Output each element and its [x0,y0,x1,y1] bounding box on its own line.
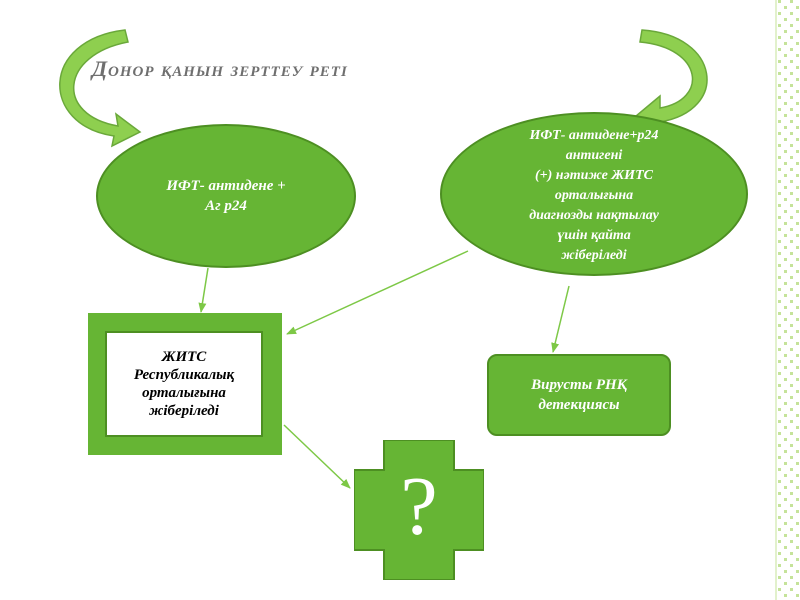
question-mark-label: ? [400,460,438,553]
node-text-line: үшін қайта [557,228,631,243]
node-text-line: детекциясы [538,397,620,413]
node-viral-rna-detection: Вирусты РНҚ детекциясы [487,354,671,436]
node-ift-antibody-ag-p24: ИФТ- антидене + Аг р24 [96,124,356,268]
node-text-line: ИФТ- антидене + [166,178,286,194]
node-text-line: ЖИТС [161,349,207,365]
node-text-line: жіберіледі [149,403,219,419]
page-title: Донор қанын зерттеу реті [92,56,348,81]
node-aids-republican-center: ЖИТС Республикалық орталығына жіберіледі [105,331,263,437]
node-text-line: орталығына [142,385,226,401]
connector-oval-left-to-box [198,267,209,313]
node-text-line: Республикалық [133,367,235,383]
connector-oval-right-to-box [286,250,469,335]
node-text-line: (+) нәтиже ЖИТС [535,168,653,183]
node-text-line: Вирусты РНҚ [531,377,627,393]
node-ift-positive-result: ИФТ- антидене+р24 антигені (+) нәтиже ЖИ… [440,112,748,276]
connector-box-to-plus [283,424,351,489]
decorative-border [775,0,799,600]
node-plus-shape [354,440,484,580]
curved-arrow-left [59,29,142,148]
node-text-line: орталығына [554,188,634,203]
connector-oval-right-to-virus [551,285,570,353]
node-text-line: жіберіледі [561,248,627,263]
node-text-line: Аг р24 [205,198,247,214]
node-text-line: антигені [565,148,623,163]
node-text-line: ИФТ- антидене+р24 [529,128,659,143]
node-text-line: диагнозды нақтылау [529,208,659,223]
